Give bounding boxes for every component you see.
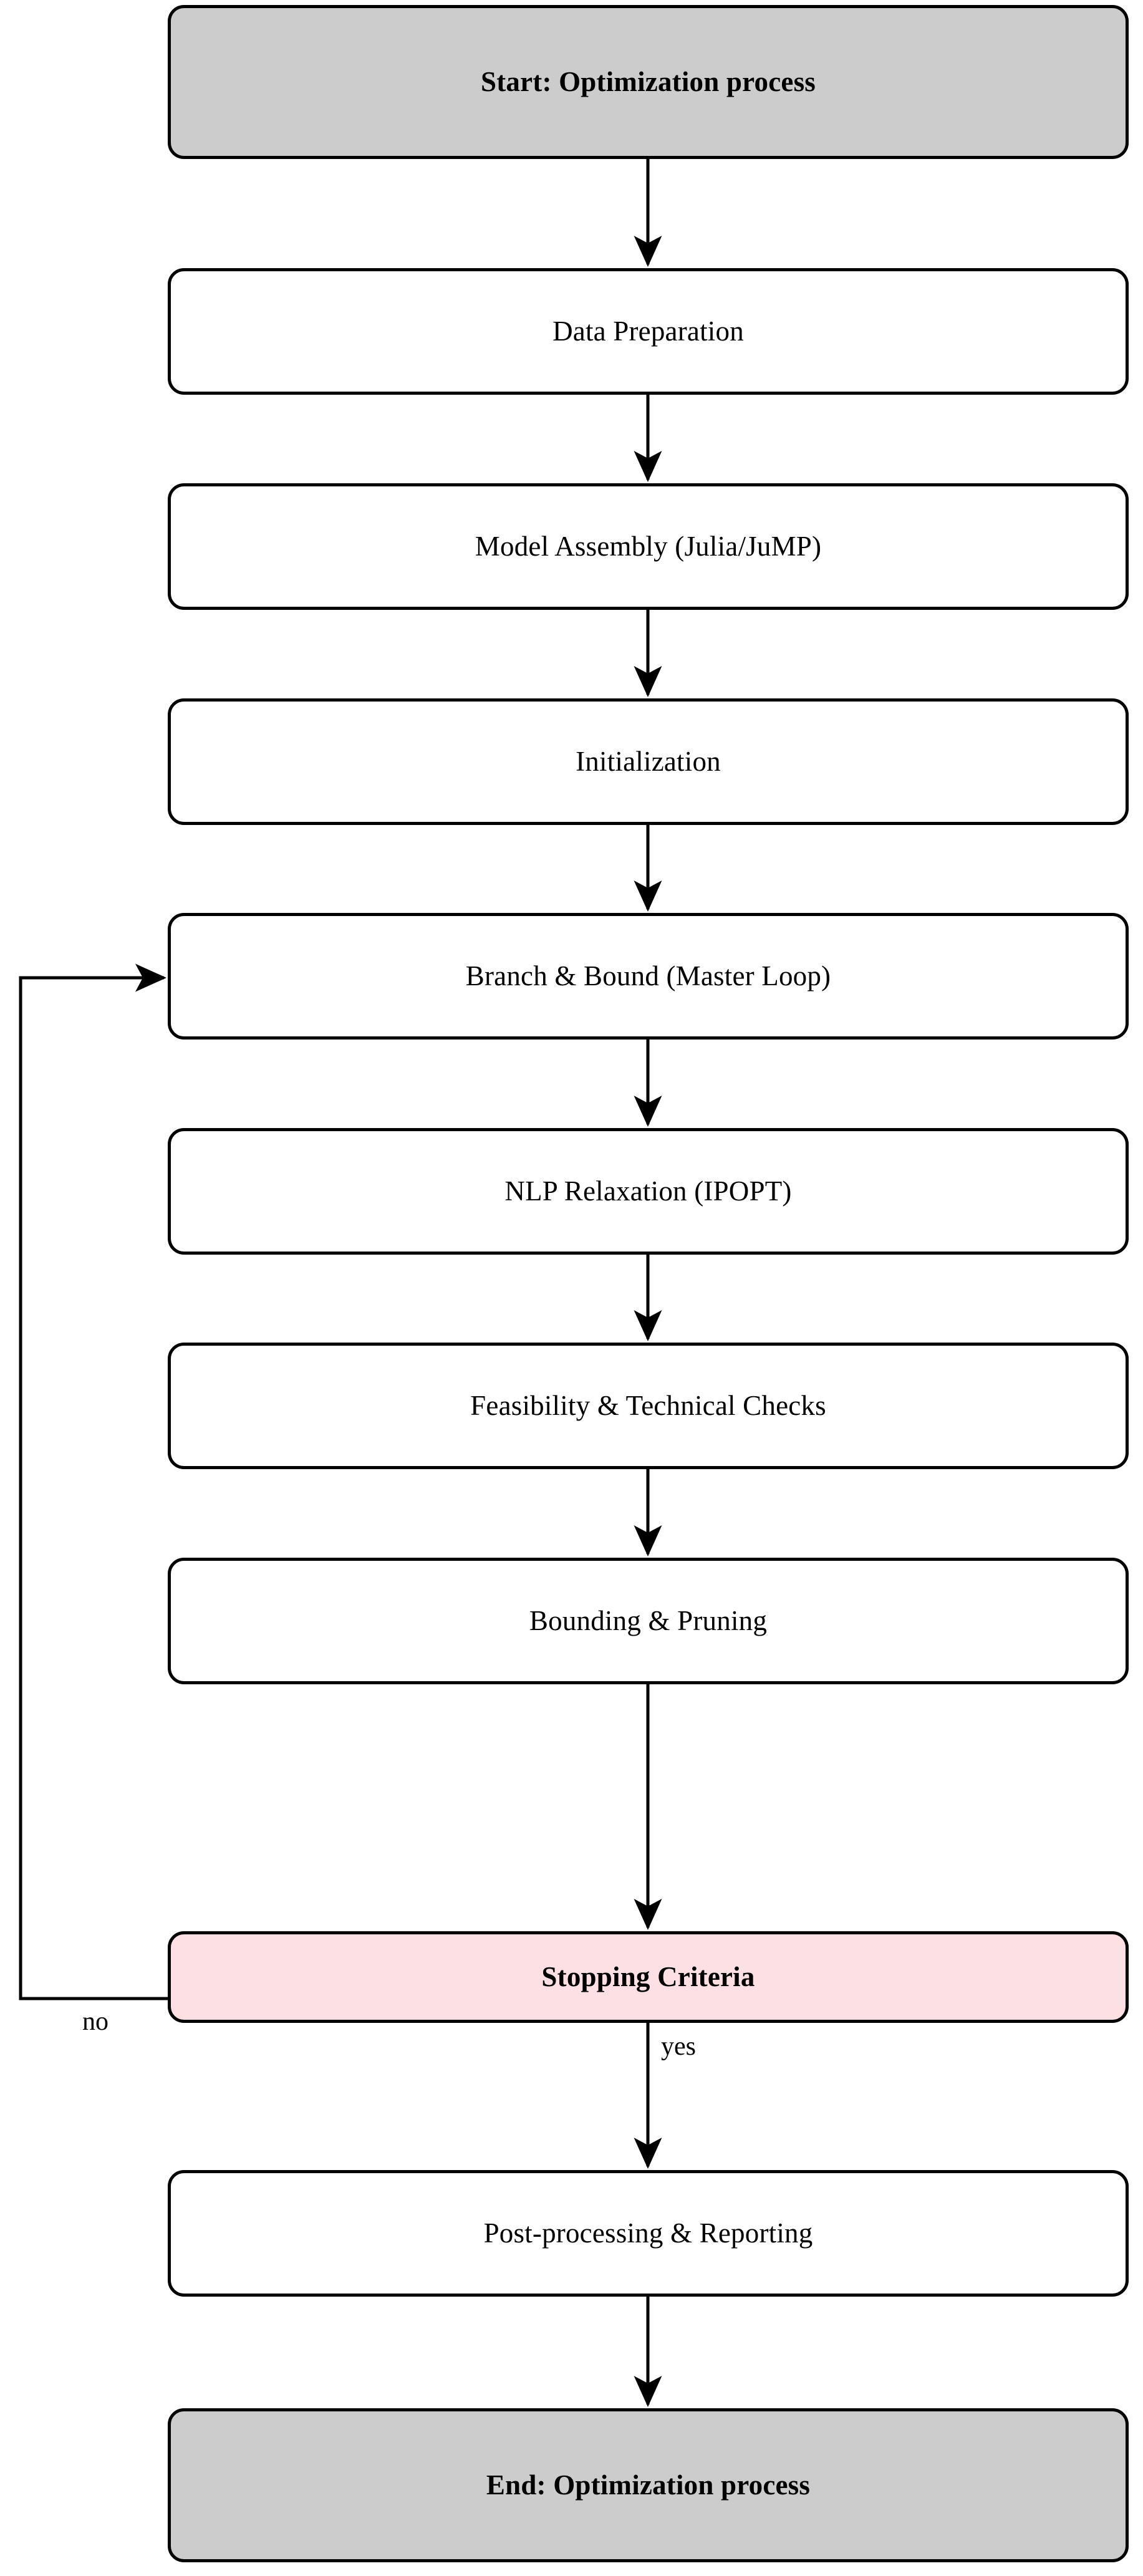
node-data-preparation-label: Data Preparation [552,315,744,347]
node-end[interactable]: End: Optimization process [168,2408,1129,2562]
node-bounding-pruning-label: Bounding & Pruning [529,1604,768,1636]
edge-label-no: no [82,2007,109,2036]
node-branch-and-bound-label: Branch & Bound (Master Loop) [465,960,831,991]
node-initialization-label: Initialization [576,745,721,777]
node-start[interactable]: Start: Optimization process [168,5,1129,159]
node-feasibility-checks-label: Feasibility & Technical Checks [470,1389,826,1421]
node-stopping-criteria[interactable]: Stopping Criteria [168,1931,1129,2023]
edge-label-yes: yes [661,2032,696,2061]
node-end-label: End: Optimization process [486,2469,811,2501]
node-branch-and-bound[interactable]: Branch & Bound (Master Loop) [168,913,1129,1040]
node-feasibility-checks[interactable]: Feasibility & Technical Checks [168,1343,1129,1469]
node-model-assembly-label: Model Assembly (Julia/JuMP) [475,530,822,562]
node-stopping-criteria-label: Stopping Criteria [541,1961,755,1992]
node-model-assembly[interactable]: Model Assembly (Julia/JuMP) [168,483,1129,610]
edge-stopping-no-to-branch [19,963,168,2000]
node-initialization[interactable]: Initialization [168,698,1129,825]
node-data-preparation[interactable]: Data Preparation [168,268,1129,395]
node-start-label: Start: Optimization process [480,65,816,97]
node-post-processing[interactable]: Post-processing & Reporting [168,2170,1129,2297]
node-bounding-pruning[interactable]: Bounding & Pruning [168,1558,1129,1684]
node-nlp-relaxation-label: NLP Relaxation (IPOPT) [504,1175,792,1207]
node-nlp-relaxation[interactable]: NLP Relaxation (IPOPT) [168,1128,1129,1255]
node-post-processing-label: Post-processing & Reporting [483,2217,813,2249]
